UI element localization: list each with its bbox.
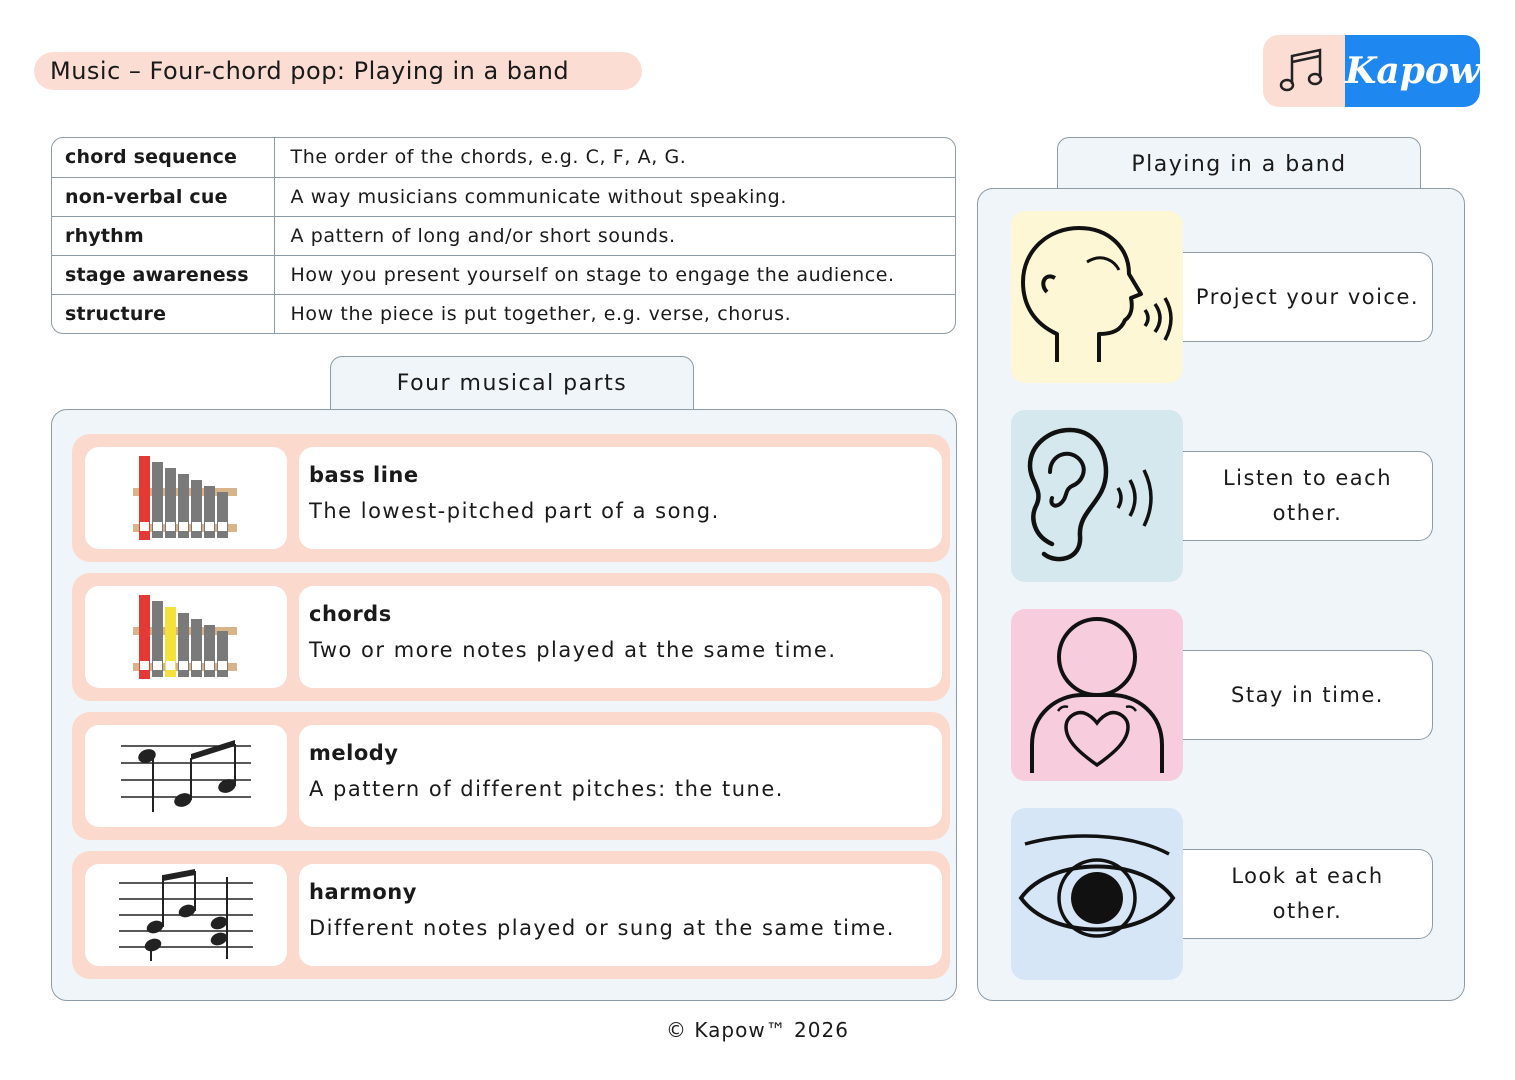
glossary-definition: How the piece is put together, e.g. vers… xyxy=(290,302,792,325)
glossary-term: non-verbal cue xyxy=(52,177,275,217)
part-term: harmony xyxy=(309,880,417,904)
glossary-row: non-verbal cue A way musicians communica… xyxy=(52,177,955,217)
part-card-chords: chords Two or more notes played at the s… xyxy=(72,573,950,701)
part-card-harmony: harmony Different notes played or sung a… xyxy=(72,851,950,979)
speaking-head-icon xyxy=(1011,211,1183,383)
music-notes-icon xyxy=(1263,35,1345,107)
eye-icon xyxy=(1011,808,1183,980)
glossary-row: structure How the piece is put together,… xyxy=(52,294,955,333)
glossary-definition: The order of the chords, e.g. C, F, A, G… xyxy=(274,138,955,178)
parts-heading-tab: Four musical parts xyxy=(330,356,694,410)
harmony-notes-icon xyxy=(85,864,287,966)
part-card-melody: melody A pattern of different pitches: t… xyxy=(72,712,950,840)
glossary-row: stage awareness How you present yourself… xyxy=(52,255,955,295)
part-definition: A pattern of different pitches: the tune… xyxy=(309,777,784,801)
part-term: chords xyxy=(309,602,392,626)
band-panel: Project your voice. Listen to each other… xyxy=(977,188,1465,1001)
part-card-bass-line: bass line The lowest-pitched part of a s… xyxy=(72,434,950,562)
page-title: Music – Four-chord pop: Playing in a ban… xyxy=(34,52,642,90)
glockenspiel-chord-icon xyxy=(85,586,287,688)
glossary-term: chord sequence xyxy=(52,138,275,178)
band-skill-text: Listen to each other. xyxy=(1183,451,1433,541)
glossary-row: rhythm A pattern of long and/or short so… xyxy=(52,216,955,256)
glossary-term: rhythm xyxy=(52,216,275,256)
part-definition: Two or more notes played at the same tim… xyxy=(309,638,837,662)
person-heart-icon xyxy=(1011,609,1183,781)
glossary-table: chord sequence The order of the chords, … xyxy=(51,137,956,334)
glockenspiel-bass-icon xyxy=(85,447,287,549)
logo-wordmark: Kapow xyxy=(1345,35,1480,107)
band-skill-text: Look at each other. xyxy=(1183,849,1433,939)
glossary-definition: A pattern of long and/or short sounds. xyxy=(274,216,955,256)
part-text-box: harmony Different notes played or sung a… xyxy=(299,864,942,966)
part-term: melody xyxy=(309,741,399,765)
parts-panel: bass line The lowest-pitched part of a s… xyxy=(51,409,957,1001)
part-text-box: chords Two or more notes played at the s… xyxy=(299,586,942,688)
band-skill-text: Stay in time. xyxy=(1183,650,1433,740)
band-heading-tab: Playing in a band xyxy=(1057,137,1421,190)
glossary-definition: A way musicians communicate without spea… xyxy=(274,177,955,217)
glossary-term: structure xyxy=(52,294,275,333)
copyright-footer: © Kapow™ 2026 xyxy=(666,1018,849,1042)
part-text-box: melody A pattern of different pitches: t… xyxy=(299,725,942,827)
band-skill-text: Project your voice. xyxy=(1183,252,1433,342)
glossary-definition: How you present yourself on stage to eng… xyxy=(274,255,955,295)
ear-icon xyxy=(1011,410,1183,582)
kapow-logo: Kapow xyxy=(1263,35,1480,107)
melody-notes-icon xyxy=(85,725,287,827)
glossary-row: chord sequence The order of the chords, … xyxy=(52,138,955,178)
part-definition: The lowest-pitched part of a song. xyxy=(309,499,720,523)
part-definition: Different notes played or sung at the sa… xyxy=(309,916,895,940)
glossary-term: stage awareness xyxy=(52,255,275,295)
part-term: bass line xyxy=(309,463,419,487)
part-text-box: bass line The lowest-pitched part of a s… xyxy=(299,447,942,549)
